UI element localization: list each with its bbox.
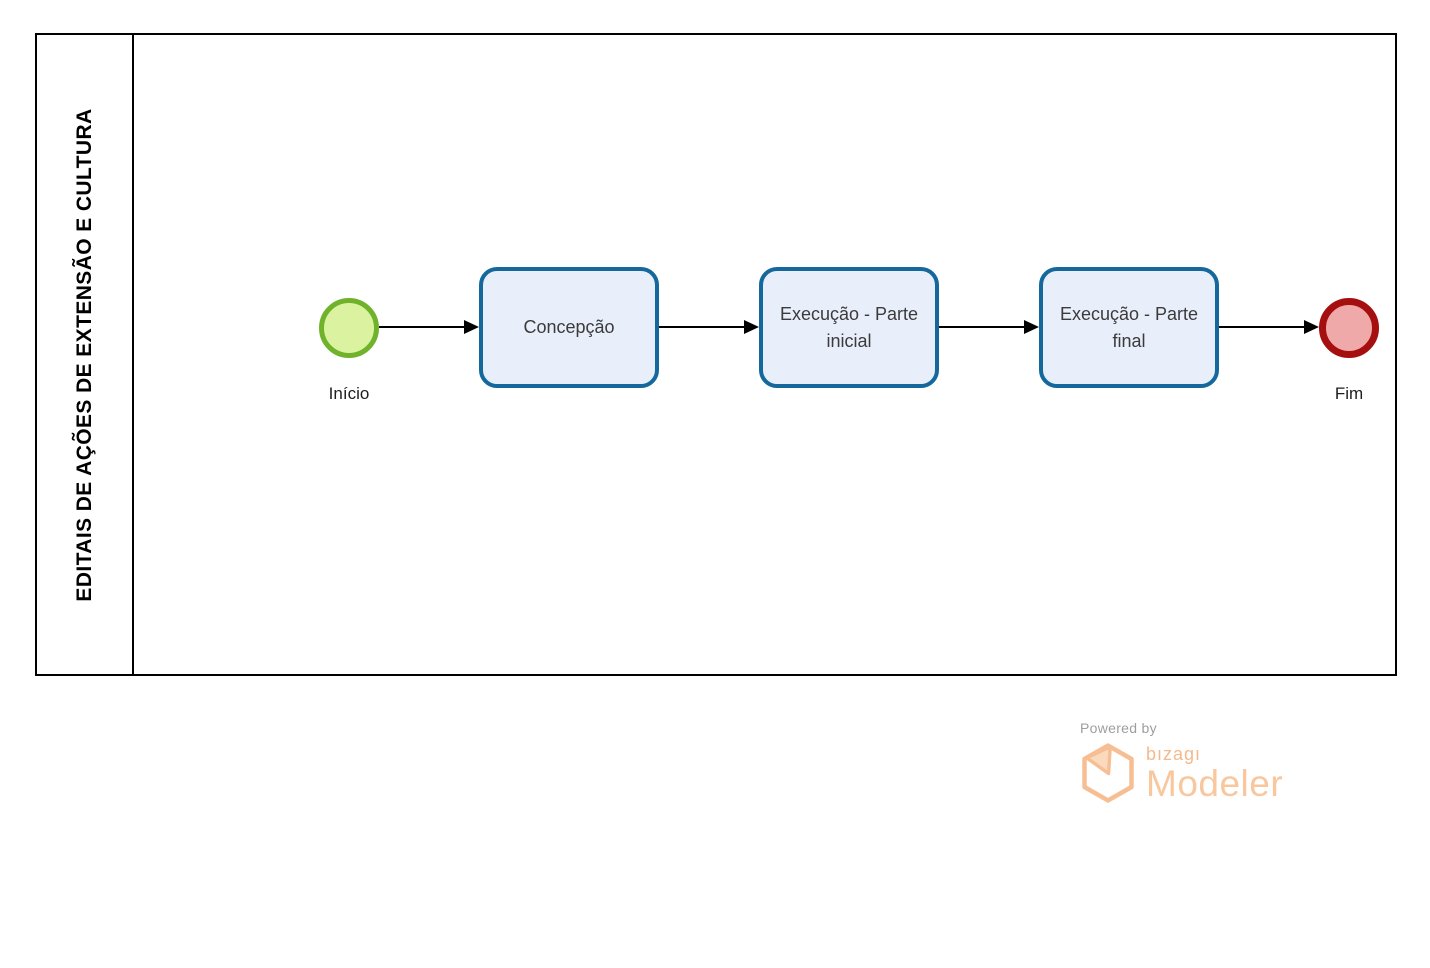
sequence-flow-2 [659, 320, 759, 334]
lane-header: EDITAIS DE AÇÕES DE EXTENSÃO E CULTURA [37, 35, 134, 674]
bpmn-pool: EDITAIS DE AÇÕES DE EXTENSÃO E CULTURA I… [35, 33, 1397, 676]
lane-title: EDITAIS DE AÇÕES DE EXTENSÃO E CULTURA [72, 107, 96, 602]
bizagi-branding: Powered by bızagı Modeler [1080, 720, 1380, 805]
diagram-canvas: Início Concepção Execução - Parte inicia… [136, 35, 1395, 674]
bizagi-hexagon-icon [1082, 743, 1134, 803]
powered-by-text: Powered by [1080, 720, 1157, 736]
task-execucao-parte-inicial: Execução - Parte inicial [759, 267, 939, 388]
task-concepcao: Concepção [479, 267, 659, 388]
task-label: Execução - Parte final [1059, 304, 1199, 351]
start-event-label: Início [328, 384, 370, 403]
task-label: Execução - Parte inicial [779, 304, 919, 351]
modeler-wordmark: Modeler [1146, 763, 1284, 804]
start-event-circle [319, 298, 379, 358]
task-label: Concepção [523, 317, 615, 338]
task-execucao-parte-final: Execução - Parte final [1039, 267, 1219, 388]
bizagi-wordmark: bızagı [1146, 744, 1202, 764]
sequence-flow-3 [939, 320, 1039, 334]
sequence-flow-4 [1219, 320, 1319, 334]
end-event-circle [1319, 298, 1379, 358]
sequence-flow-1 [379, 320, 479, 334]
end-event-label: Fim [1334, 384, 1364, 403]
